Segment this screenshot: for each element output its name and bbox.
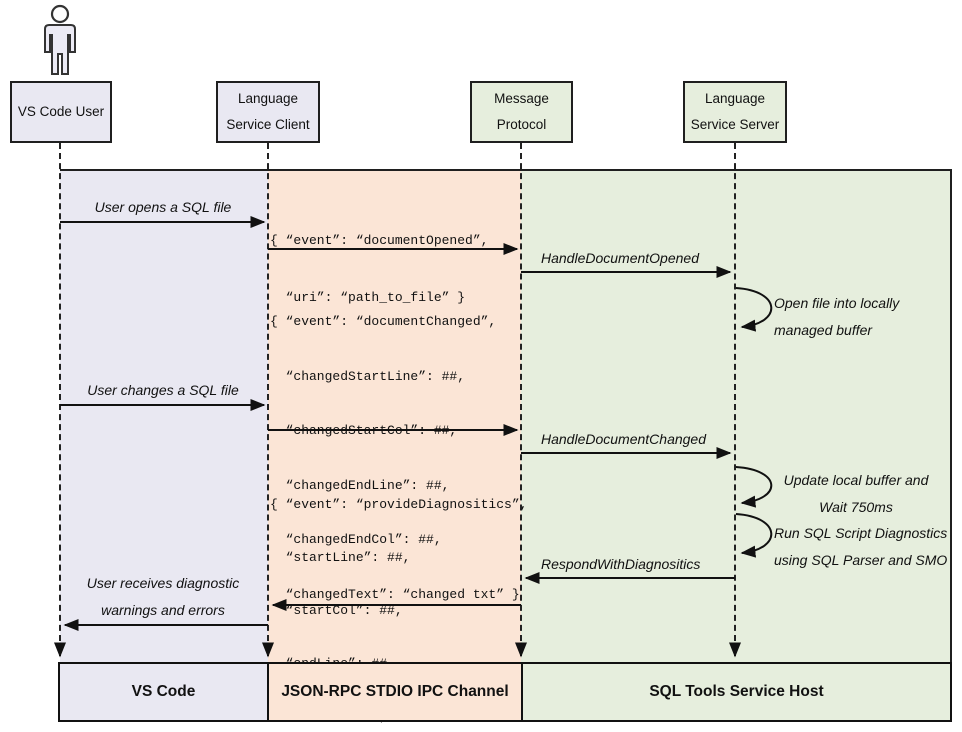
- user-actor-icon: [44, 4, 76, 75]
- lifeline-vscode-user: [59, 143, 61, 651]
- header-box-language-service-server: Language Service Server: [683, 81, 787, 143]
- label-user-changes-file: User changes a SQL file: [87, 382, 239, 398]
- label-user-receives: User receives diagnostic warnings and er…: [86, 575, 240, 618]
- ipc-channel-lane: [268, 171, 521, 722]
- label-handle-document-changed: HandleDocumentChanged: [541, 431, 706, 447]
- note-open-file: Open file into locally managed buffer: [774, 295, 900, 338]
- payload-document-opened: { “event”: “documentOpened”, “uri”: “pat…: [270, 233, 489, 305]
- lane-top-border: [60, 169, 952, 171]
- note-update-buffer: Update local buffer and Wait 750ms: [783, 472, 929, 515]
- label-handle-document-opened: HandleDocumentOpened: [541, 250, 699, 266]
- header-box-vscode-user: VS Code User: [10, 81, 112, 143]
- footer-box-vscode: VS Code: [58, 662, 269, 722]
- lifeline-message-protocol: [520, 143, 522, 651]
- lifeline-language-service-server: [734, 143, 736, 651]
- footer-box-ipc-channel: JSON-RPC STDIO IPC Channel: [267, 662, 523, 722]
- header-label: Service Server: [690, 117, 780, 132]
- footer-box-service-host: SQL Tools Service Host: [521, 662, 952, 722]
- service-host-lane: [521, 171, 952, 722]
- payload-document-changed: { “event”: “documentChanged”, “changedSt…: [270, 314, 520, 602]
- lifeline-language-service-client: [267, 143, 269, 651]
- header-box-language-service-client: Language Service Client: [216, 81, 320, 143]
- header-label: VS Code User: [17, 104, 105, 119]
- header-label: Protocol: [496, 117, 547, 132]
- header-label: Message: [494, 91, 549, 106]
- header-label: Service Client: [226, 117, 310, 132]
- label-user-opens-file: User opens a SQL file: [94, 199, 232, 215]
- lane-right-border: [950, 169, 952, 722]
- vscode-lane: [60, 171, 268, 722]
- header-label: Language: [237, 91, 299, 106]
- note-run-diagnostics: Run SQL Script Diagnostics using SQL Par…: [774, 525, 948, 568]
- label-respond-with-diagnostics: RespondWithDiagnositics: [541, 556, 701, 572]
- header-label: Language: [704, 91, 766, 106]
- header-box-message-protocol: Message Protocol: [470, 81, 573, 143]
